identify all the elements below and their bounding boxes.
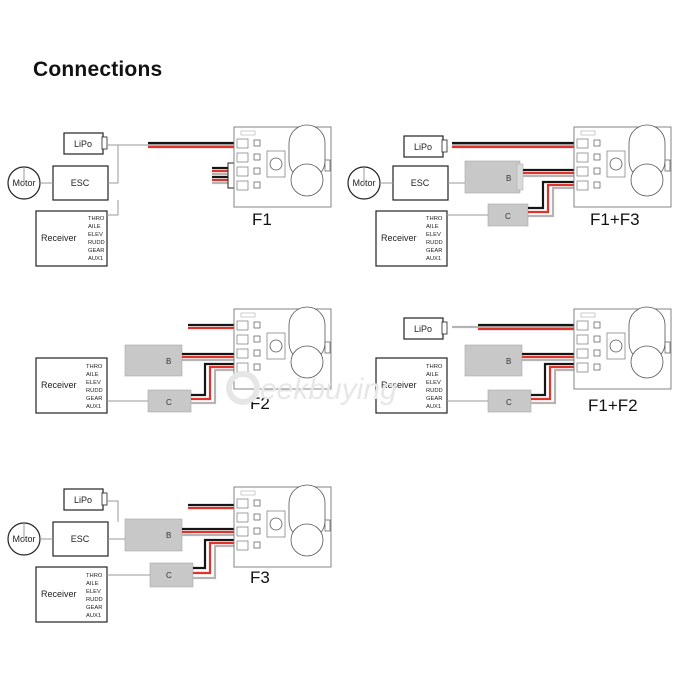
caption-f1f3: F1+F3 bbox=[590, 210, 640, 229]
module-c-f1f2 bbox=[487, 389, 532, 413]
channel-gear-f1f2: GEAR bbox=[426, 396, 442, 402]
caption-f1f2: F1+F2 bbox=[588, 396, 638, 415]
module-b-f3 bbox=[124, 518, 183, 552]
receiver-label-f1f3: Receiver bbox=[381, 233, 417, 243]
module-b-f1f2 bbox=[464, 344, 523, 377]
channel-gear-f2: GEAR bbox=[86, 396, 102, 402]
channel-thro-f1f3: THRO bbox=[426, 216, 443, 222]
diagram-f3: Motor ESC LiPo Receiver THRO AILE ELEV R… bbox=[7, 484, 332, 623]
lipo-label: LiPo bbox=[74, 139, 92, 149]
channel-aux1-f1f3: AUX1 bbox=[426, 256, 441, 262]
caption-f1: F1 bbox=[252, 210, 272, 229]
receiver-label-f2: Receiver bbox=[41, 380, 77, 390]
channel-elev-f1f2: ELEV bbox=[426, 380, 441, 386]
diagram-f2: Receiver THRO AILE ELEV RUDD GEAR AUX1 B… bbox=[35, 306, 332, 414]
module-c-label-f2: C bbox=[166, 398, 172, 407]
channel-aile-f1f3: AILE bbox=[426, 224, 439, 230]
channel-rudd-f2: RUDD bbox=[86, 388, 103, 394]
channel-rudd: RUDD bbox=[88, 240, 105, 246]
module-c-label-f1f3: C bbox=[505, 212, 511, 221]
module-c-f3 bbox=[149, 562, 194, 588]
channel-aux1: AUX1 bbox=[88, 256, 103, 262]
channel-elev-f3: ELEV bbox=[86, 589, 101, 595]
module-b-label-f3: B bbox=[166, 531, 171, 540]
diagram-f1f2: LiPo Receiver THRO AILE ELEV RUDD GEAR A… bbox=[375, 306, 672, 415]
channel-rudd-f1f2: RUDD bbox=[426, 388, 443, 394]
module-c-label-f3: C bbox=[166, 571, 172, 580]
channel-aile-f1f2: AILE bbox=[426, 372, 439, 378]
channel-gear: GEAR bbox=[88, 248, 104, 254]
esc-label: ESC bbox=[71, 178, 90, 188]
caption-f3: F3 bbox=[250, 568, 270, 587]
channel-aux1-f1f2: AUX1 bbox=[426, 404, 441, 410]
channel-rudd-f3: RUDD bbox=[86, 597, 103, 603]
module-c-label-f1f2: C bbox=[506, 398, 512, 407]
esc-label-f3: ESC bbox=[71, 534, 90, 544]
lipo-label-f1f3: LiPo bbox=[414, 142, 432, 152]
diagram-f1: Motor ESC LiPo Receiver THRO AILE ELEV R… bbox=[7, 124, 332, 267]
lipo-label-f1f2: LiPo bbox=[414, 324, 432, 334]
channel-elev-f1f3: ELEV bbox=[426, 232, 441, 238]
channel-gear-f1f3: GEAR bbox=[426, 248, 442, 254]
channel-elev-f2: ELEV bbox=[86, 380, 101, 386]
diagram-f1f3: Motor ESC LiPo Receiver THRO AILE ELEV R… bbox=[347, 124, 672, 267]
esc-label-f1f3: ESC bbox=[411, 178, 430, 188]
channel-thro-f1f2: THRO bbox=[426, 364, 443, 370]
receiver-label-f1f2: Receiver bbox=[381, 380, 417, 390]
channel-elev: ELEV bbox=[88, 232, 103, 238]
channel-thro-f2: THRO bbox=[86, 364, 103, 370]
lipo-label-f3: LiPo bbox=[74, 495, 92, 505]
channel-thro: THRO bbox=[88, 216, 105, 222]
module-b-label-f2: B bbox=[166, 357, 171, 366]
receiver-box bbox=[35, 210, 108, 267]
module-c-f2 bbox=[147, 389, 192, 413]
page-title: Connections bbox=[33, 58, 163, 81]
channel-aile-f3: AILE bbox=[86, 581, 99, 587]
watermark: eekbuying bbox=[226, 371, 397, 406]
channel-rudd-f1f3: RUDD bbox=[426, 240, 443, 246]
module-b-f1f3 bbox=[464, 160, 521, 194]
watermark-text: eekbuying bbox=[260, 373, 397, 406]
channel-thro-f3: THRO bbox=[86, 573, 103, 579]
channel-aile: AILE bbox=[88, 224, 101, 230]
channel-gear-f3: GEAR bbox=[86, 605, 102, 611]
channel-aile-f2: AILE bbox=[86, 372, 99, 378]
channel-aux1-f3: AUX1 bbox=[86, 613, 101, 619]
channel-aux1-f2: AUX1 bbox=[86, 404, 101, 410]
module-b-label-f1f3: B bbox=[506, 174, 511, 183]
module-b-f2 bbox=[124, 344, 183, 377]
receiver-label-f3: Receiver bbox=[41, 589, 77, 599]
receiver-label: Receiver bbox=[41, 233, 77, 243]
module-b-label-f1f2: B bbox=[506, 357, 511, 366]
